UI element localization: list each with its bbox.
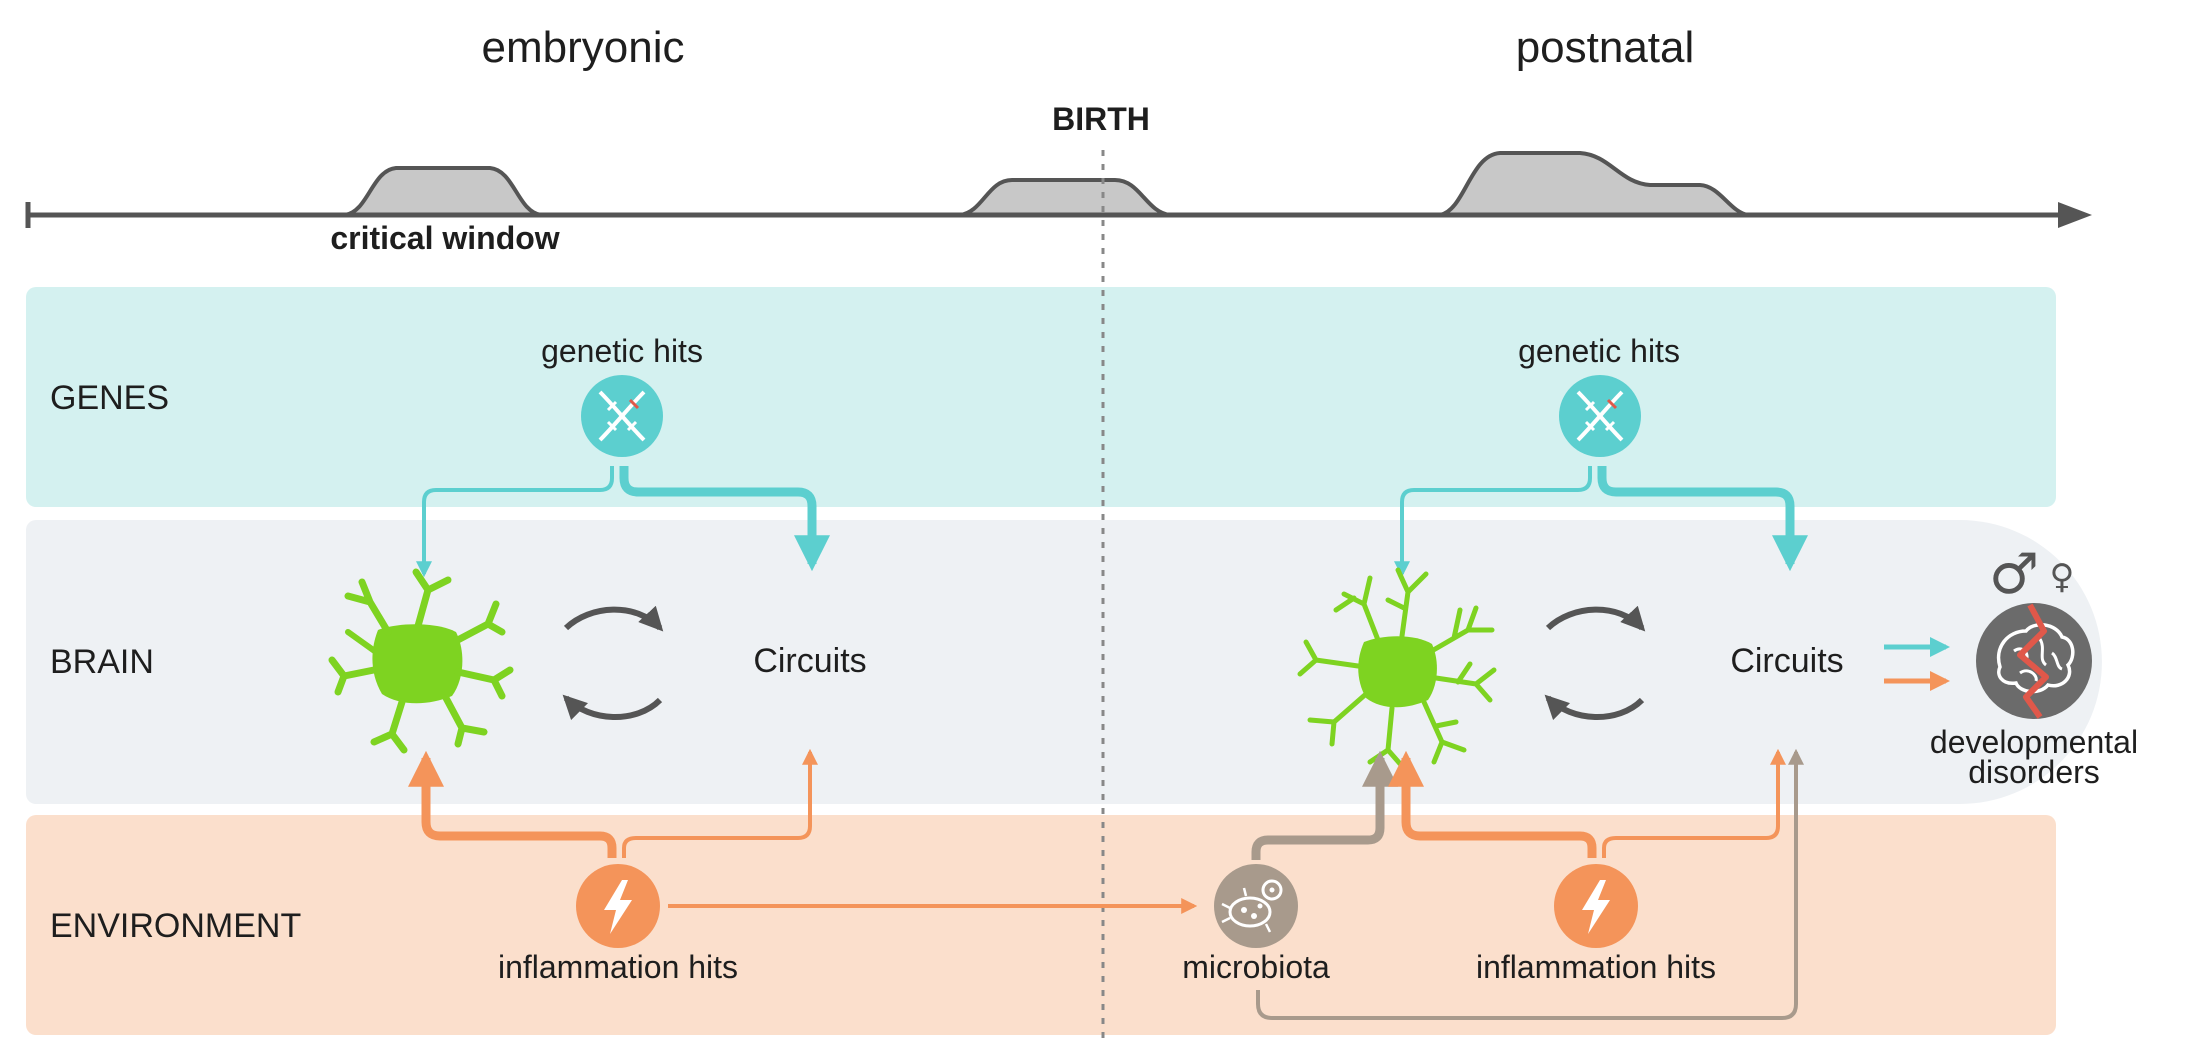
microbiota-to-circuits-arrow [1256, 748, 1804, 1020]
timeline-arrowhead [2058, 202, 2092, 228]
embryonic-genetic-hits-label: genetic hits [541, 333, 703, 369]
environment-band [26, 815, 2056, 1035]
inflammation-to-microglia-arrow [1388, 750, 1597, 858]
gene-to-circuits-arrow [619, 466, 830, 572]
lightning-icon [1554, 864, 1638, 948]
postnatal-label: postnatal [1516, 23, 1695, 72]
microbiota-to-microglia-arrow [1251, 750, 1398, 860]
row-label-brain: BRAIN [50, 643, 154, 681]
critical-window-bump-2 [959, 178, 1171, 217]
gene-to-microglia-arrow [416, 466, 614, 578]
embryonic-circuits-label: Circuits [753, 642, 866, 680]
birth-label: BIRTH [1052, 101, 1150, 137]
postnatal-circuits-label: Circuits [1730, 642, 1843, 680]
microbiota-label: microbiota [1182, 949, 1330, 985]
postnatal-genetic-hits-label: genetic hits [1518, 333, 1680, 369]
genes-band [26, 287, 2056, 507]
developmental-disorders-label-line2: disorders [1968, 754, 2100, 790]
male-symbol-icon: ♂ [1989, 542, 2039, 607]
postnatal-inflammation-hits-label: inflammation hits [1476, 949, 1716, 985]
female-symbol-icon: ♀ [2050, 557, 2075, 597]
lightning-icon [576, 864, 660, 948]
dna-icon [581, 375, 663, 457]
cycle-arrow-top [563, 605, 664, 632]
critical-window-bump-3 [1439, 151, 1749, 217]
cycle-arrow-bottom [562, 694, 663, 721]
dna-icon [1559, 375, 1641, 457]
cycle-arrow-bottom [1544, 694, 1645, 721]
microbiota-icon [1214, 864, 1298, 948]
critical-window-bump-1 [344, 166, 542, 217]
inflammation-to-circuits-arrow [1602, 748, 1786, 858]
developmental-disorders-label-line1: developmental [1930, 724, 2138, 760]
brain-band [26, 520, 2102, 804]
inflammation-to-circuits-arrow [622, 748, 818, 858]
gene-to-circuits-arrow [1597, 466, 1808, 572]
embryonic-inflammation-hits-label: inflammation hits [498, 949, 738, 985]
microglia-icon [328, 568, 514, 754]
critical-window-label: critical window [330, 220, 559, 256]
row-label-genes: GENES [50, 379, 169, 417]
gene-to-microglia-arrow [1394, 466, 1592, 578]
inflammation-to-microglia-arrow [408, 750, 617, 858]
row-label-environment: ENVIRONMENT [50, 907, 301, 945]
cycle-arrow-top [1545, 605, 1646, 632]
brain-disorder-icon [1976, 603, 2092, 719]
embryonic-label: embryonic [482, 23, 685, 72]
